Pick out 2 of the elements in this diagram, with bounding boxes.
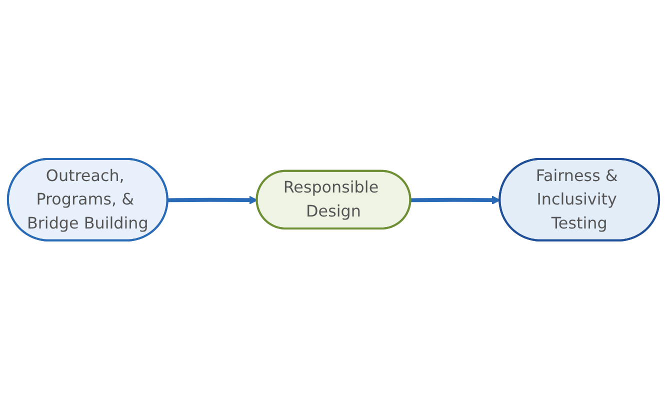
arrow [168, 196, 258, 205]
arrow [410, 196, 501, 205]
